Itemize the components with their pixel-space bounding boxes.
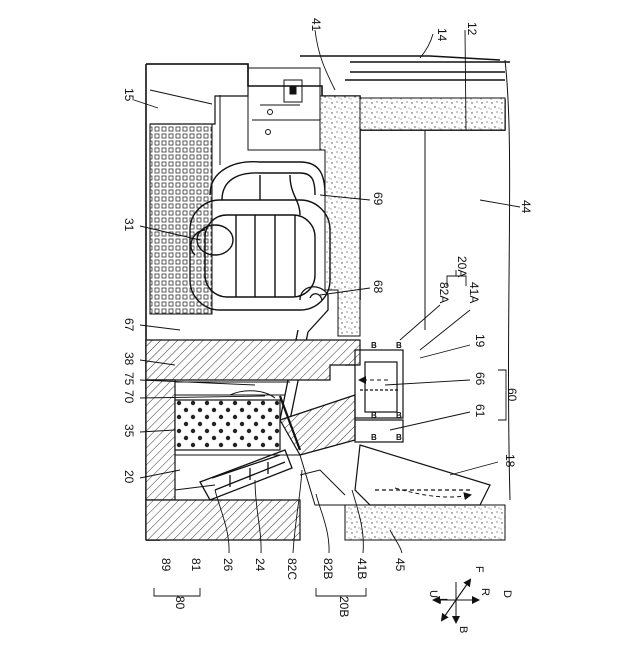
compass-down: D: [501, 590, 513, 598]
ref-69: 69: [371, 192, 385, 206]
ref-15: 15: [122, 88, 136, 102]
airflow-arrow-2: [395, 488, 470, 497]
ref-20: 20: [122, 470, 136, 484]
ref-18: 18: [503, 454, 517, 468]
ref-35: 35: [122, 424, 136, 438]
ref-31: 31: [122, 218, 136, 232]
ref-81: 81: [189, 558, 203, 572]
electrical-box: [220, 68, 320, 165]
upper-partition: [146, 340, 360, 380]
ref-80: 80: [173, 596, 187, 610]
ref-41: 41: [309, 18, 323, 32]
section-marker: B: [371, 341, 377, 350]
compass-front: F: [473, 566, 485, 573]
ref-41B: 41B: [355, 558, 369, 579]
ref-60: 60: [505, 388, 519, 402]
compass-up: U: [427, 590, 439, 598]
section-marker: B: [396, 433, 402, 442]
intake-grille: [150, 124, 212, 314]
ref-82A: 82A: [437, 282, 451, 303]
heater-element: [200, 450, 292, 500]
ref-12: 12: [465, 22, 479, 36]
section-marker: B: [396, 411, 402, 420]
ref-75: 75: [122, 372, 136, 386]
compass-right: R: [479, 588, 491, 596]
ref-82B: 82B: [321, 558, 335, 579]
ref-82C: 82C: [285, 558, 299, 580]
insulation-top: [360, 98, 505, 130]
ref-44: 44: [519, 200, 533, 214]
outlet-chamber: [345, 350, 490, 505]
ref-20B: 20B: [337, 596, 351, 617]
ref-20A: 20A: [455, 256, 469, 277]
ref-24: 24: [253, 558, 267, 572]
bottom-plate: [146, 500, 300, 540]
ref-45: 45: [393, 558, 407, 572]
ref-61: 61: [473, 404, 487, 418]
section-marker: B: [396, 341, 402, 350]
ref-66: 66: [473, 372, 487, 386]
ref-70: 70: [122, 390, 136, 404]
air-filter: [175, 400, 280, 450]
section-marker: B: [371, 411, 377, 420]
ref-41A: 41A: [467, 282, 481, 303]
ref-19: 19: [473, 334, 487, 348]
insulation-bottom: [345, 505, 505, 540]
ref-89: 89: [159, 558, 173, 572]
compass-back: B: [457, 626, 469, 633]
ref-26: 26: [221, 558, 235, 572]
ref-67: 67: [122, 318, 136, 332]
section-marker: B: [371, 433, 377, 442]
ref-68: 68: [371, 280, 385, 294]
ref-14: 14: [435, 28, 449, 42]
ref-38: 38: [122, 352, 136, 366]
compass-left: L: [437, 598, 449, 604]
